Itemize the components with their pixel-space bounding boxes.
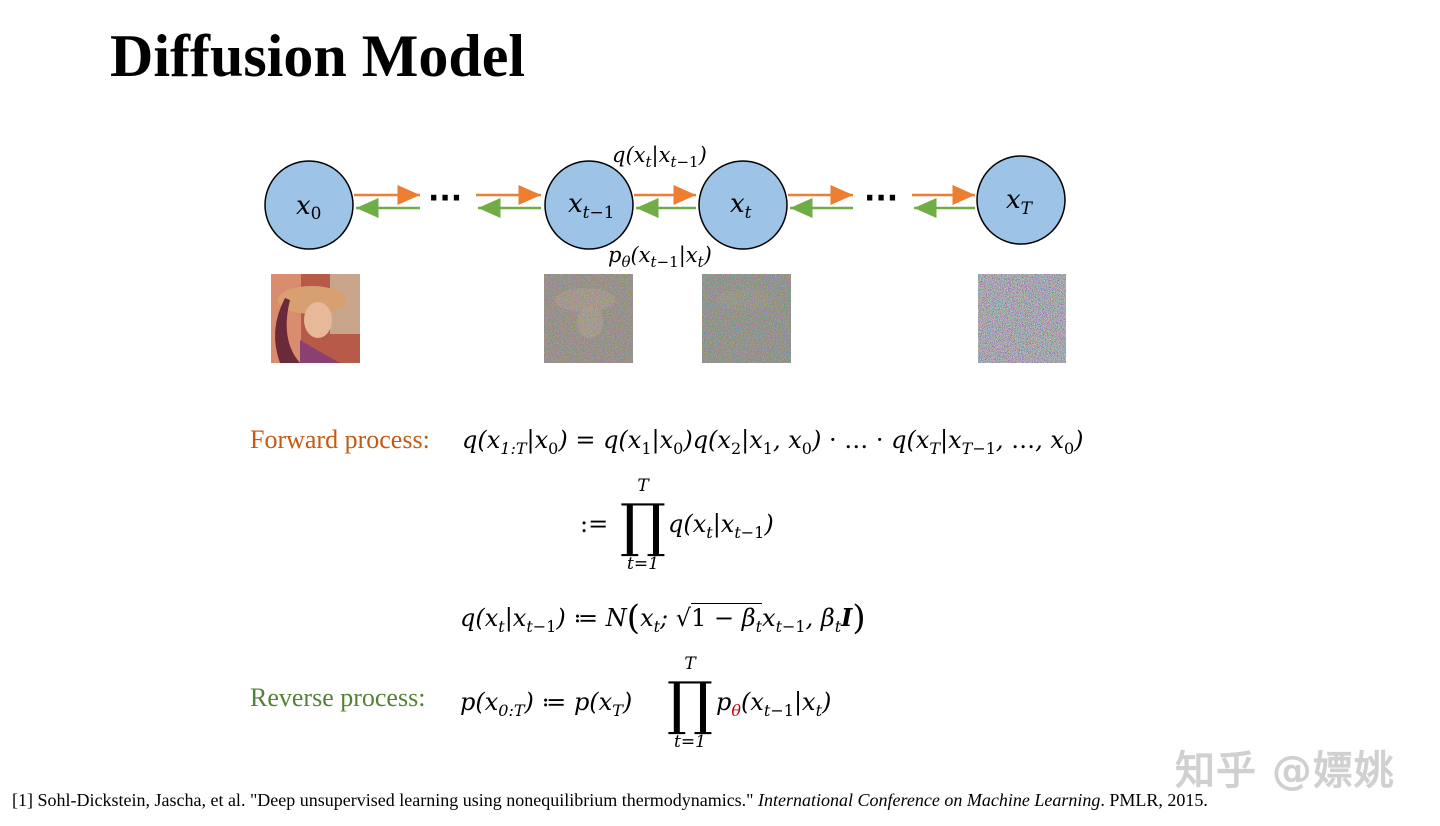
forward-process-label: Forward process: bbox=[250, 425, 430, 454]
node-xt-minus-1: xt−1 bbox=[544, 160, 634, 250]
watermark: 知乎 @嫖姚 bbox=[1175, 748, 1395, 794]
equation-gaussian: q(xt|xt−1) ≔ N(xt; √1 − βtxt−1, βtI) bbox=[460, 598, 866, 638]
image-pure-noise bbox=[978, 274, 1066, 363]
image-noisy-t-minus-1 bbox=[544, 274, 633, 363]
equation-forward-joint: q(x1:T|x0) = q(x1|x0)q(x2|x1, x0) · … · … bbox=[462, 426, 1084, 458]
reference-footnote: [1] Sohl-Dickstein, Jascha, et al. "Deep… bbox=[12, 790, 1208, 810]
forward-transition-label: q(xt|xt−1) bbox=[612, 143, 707, 171]
reverse-transition-label: pθ(xt−1|xt) bbox=[608, 243, 712, 271]
product-operator-2: T ∏ t=1 bbox=[666, 654, 714, 752]
node-x0: x0 bbox=[264, 160, 354, 250]
reverse-process-label: Reverse process: bbox=[250, 683, 426, 712]
image-noisy-t bbox=[702, 274, 791, 363]
node-xt: xt bbox=[698, 160, 788, 250]
equation-reverse-joint: p(x0:T) ≔ p(xT) bbox=[460, 688, 633, 720]
node-xT: xT bbox=[976, 155, 1066, 245]
equation-reverse-term: pθ(xt−1|xt) bbox=[716, 688, 832, 720]
slide-title: Diffusion Model bbox=[110, 23, 526, 89]
image-original bbox=[271, 274, 360, 363]
equation-product-term: q(xt|xt−1) bbox=[668, 510, 774, 542]
markov-chain-diagram: x0 xt−1 xt xT ··· ··· q(xt|xt−1) pθ(xt−1… bbox=[264, 143, 1066, 363]
ellipsis-2: ··· bbox=[864, 181, 898, 216]
ellipsis-1: ··· bbox=[428, 181, 462, 216]
equation-product-def: := bbox=[580, 510, 609, 538]
product-operator-1: T ∏ t=1 bbox=[619, 476, 667, 574]
